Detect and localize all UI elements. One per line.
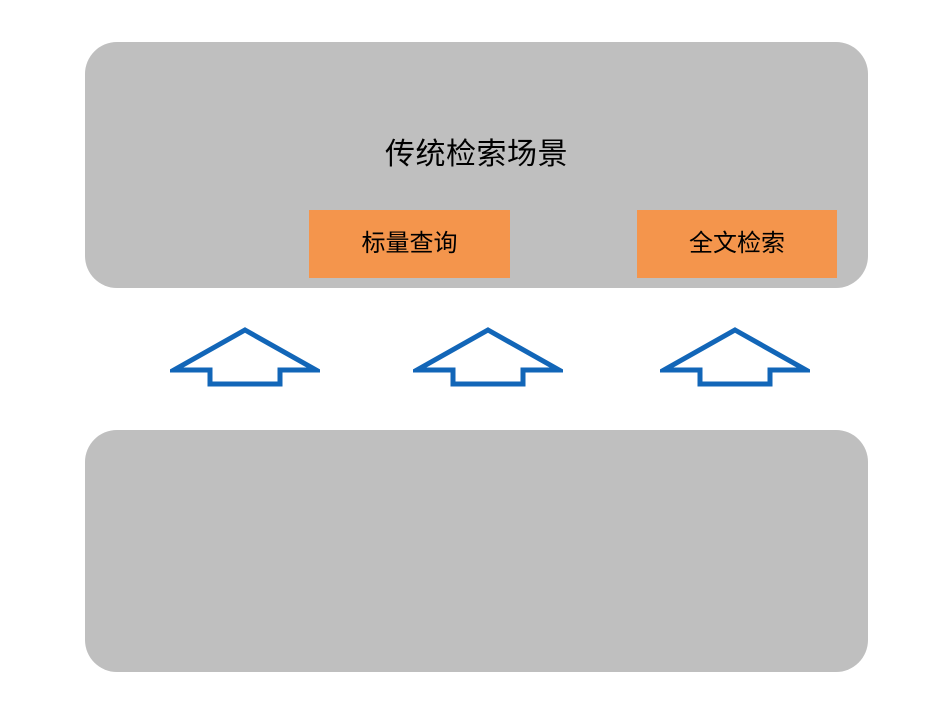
arrow-up-left-icon [170, 326, 320, 388]
arrow-up-right-icon [660, 326, 810, 388]
box-fulltext-search[interactable]: 全文检索 [637, 210, 837, 278]
panel-index-structures: 索引结构 B+ 树索引 Hash树索引 倒排索引 [85, 430, 868, 672]
panel-retrieval-scenarios: 传统检索场景 标量查询 全文检索 [85, 42, 868, 288]
box-scalar-query[interactable]: 标量查询 [309, 210, 510, 278]
arrow-up-center-icon [413, 326, 563, 388]
panel-top-title: 传统检索场景 [385, 138, 568, 171]
